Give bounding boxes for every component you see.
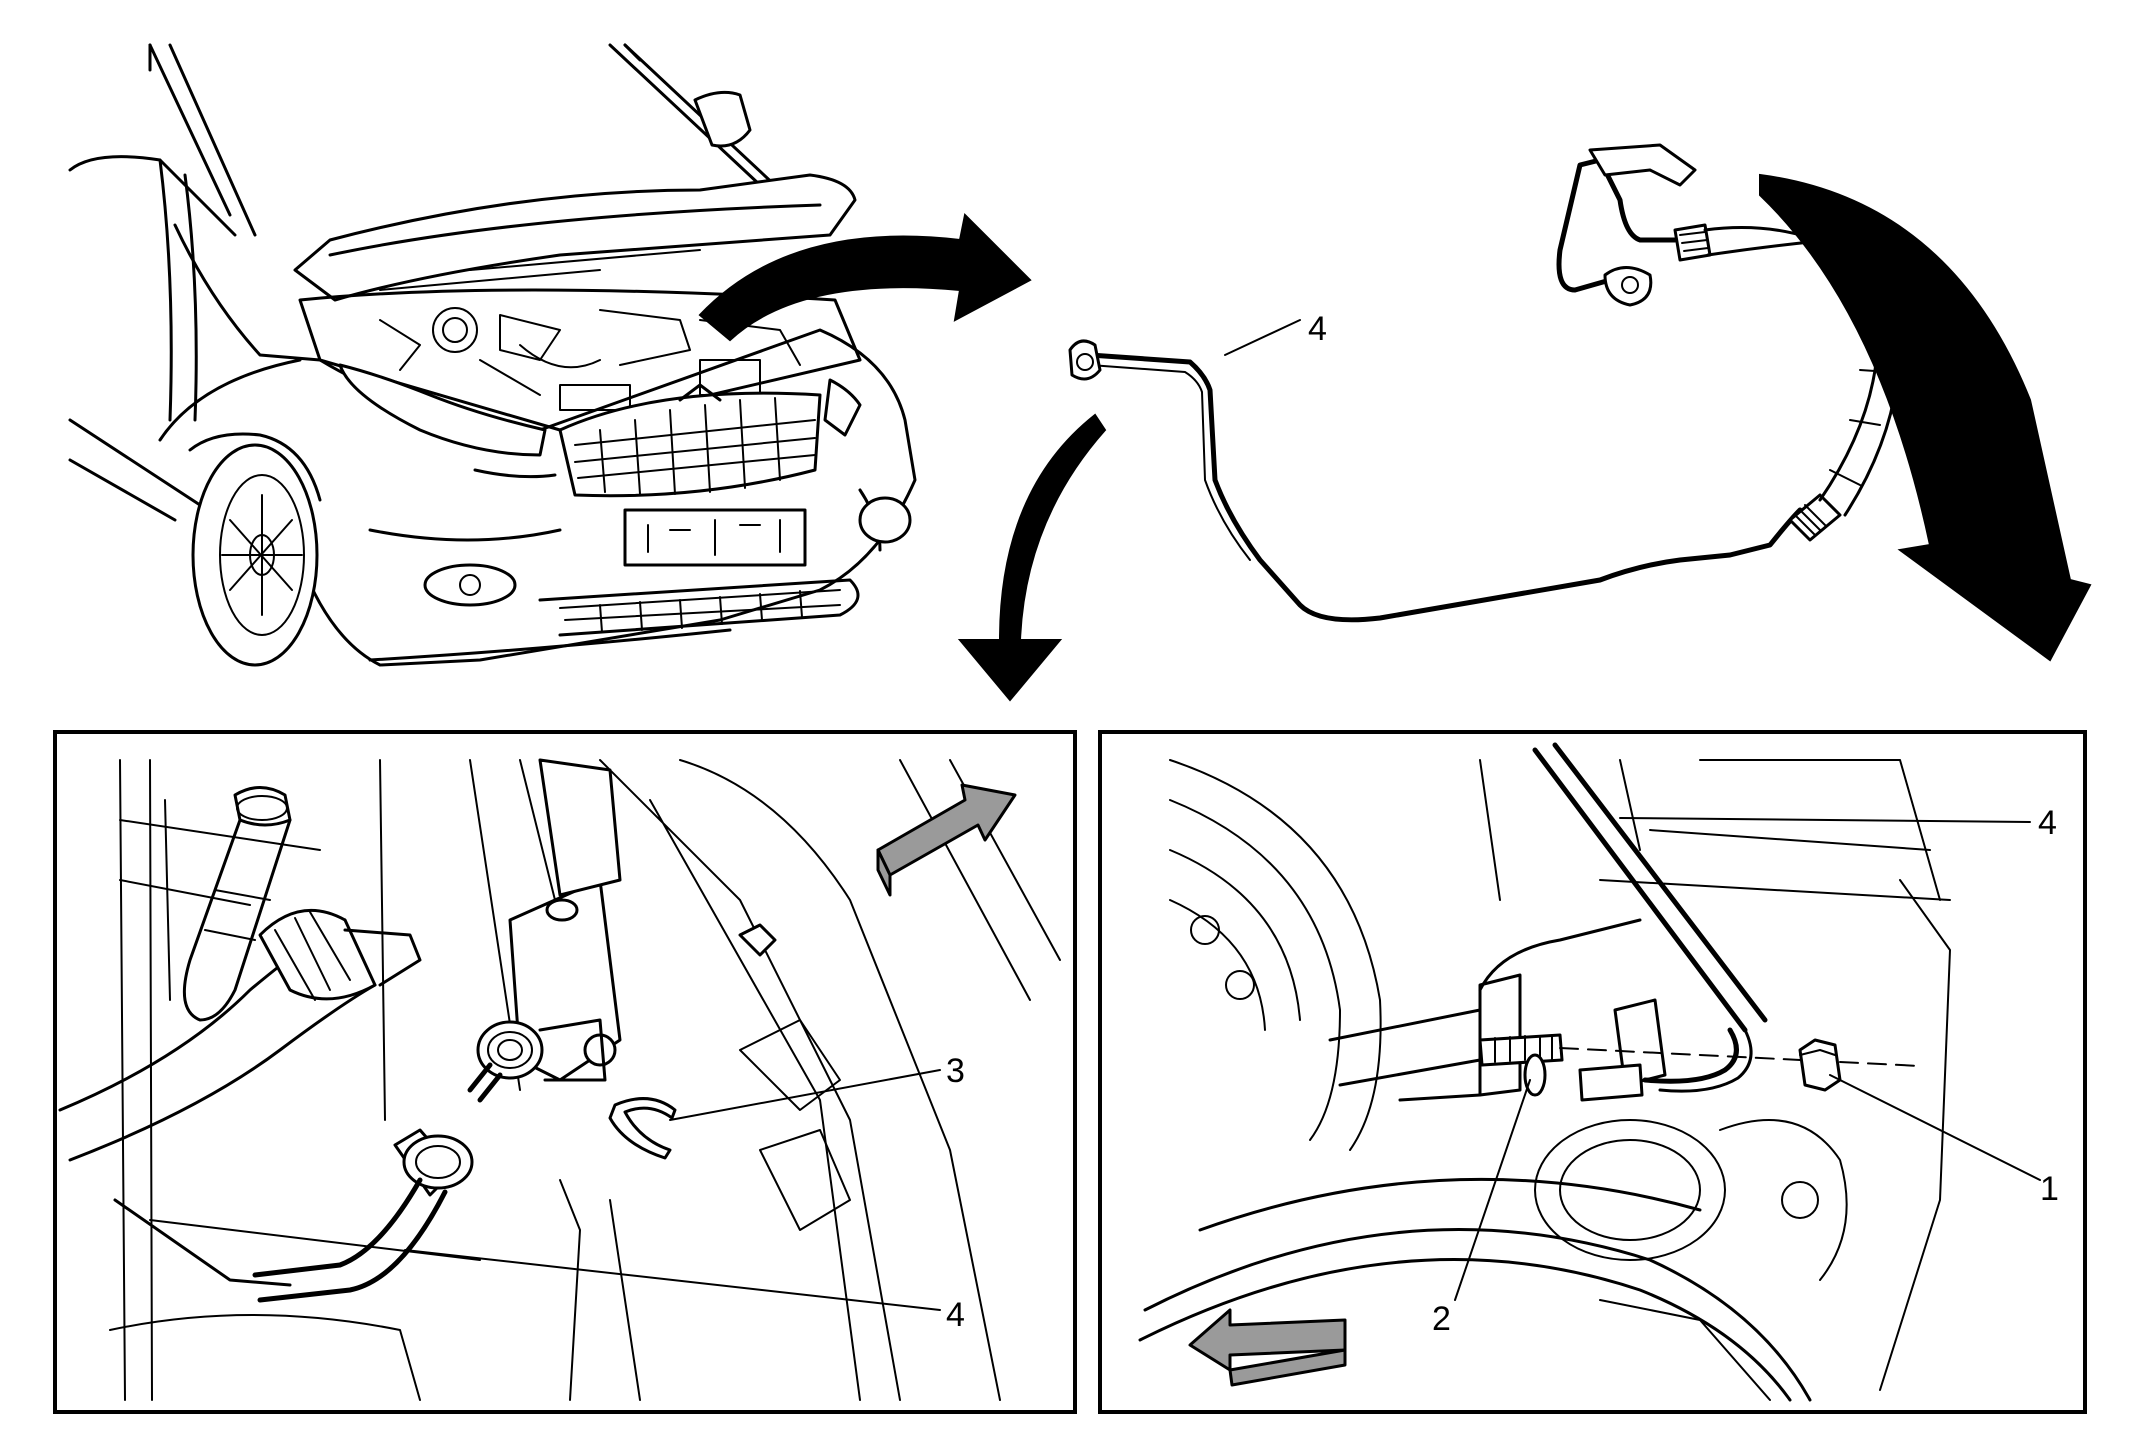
left-detail-content: 3 4 [58,758,1061,1401]
right-detail-content: 4 1 2 [1138,742,2059,1402]
callout-2: 2 [1432,1300,1451,1338]
hex-nut [1798,1038,1842,1092]
callout-3: 3 [946,1052,965,1090]
callout-4-right: 4 [2038,804,2057,842]
vehicle-front-view [68,43,1032,667]
callout-4-left: 4 [946,1296,965,1334]
callout-4-top: 4 [1308,310,1327,348]
curved-arrow-icon [957,413,1107,702]
direction-arrow-icon [1188,1308,1347,1372]
direction-arrow-icon [876,783,1017,877]
retaining-clip [608,1097,677,1160]
curved-arrow-icon [698,212,1032,342]
hose-assembly: 4 [957,143,2092,702]
seal-ring [1523,1053,1547,1097]
callout-1: 1 [2040,1170,2059,1208]
curved-arrow-icon [1759,173,2092,662]
